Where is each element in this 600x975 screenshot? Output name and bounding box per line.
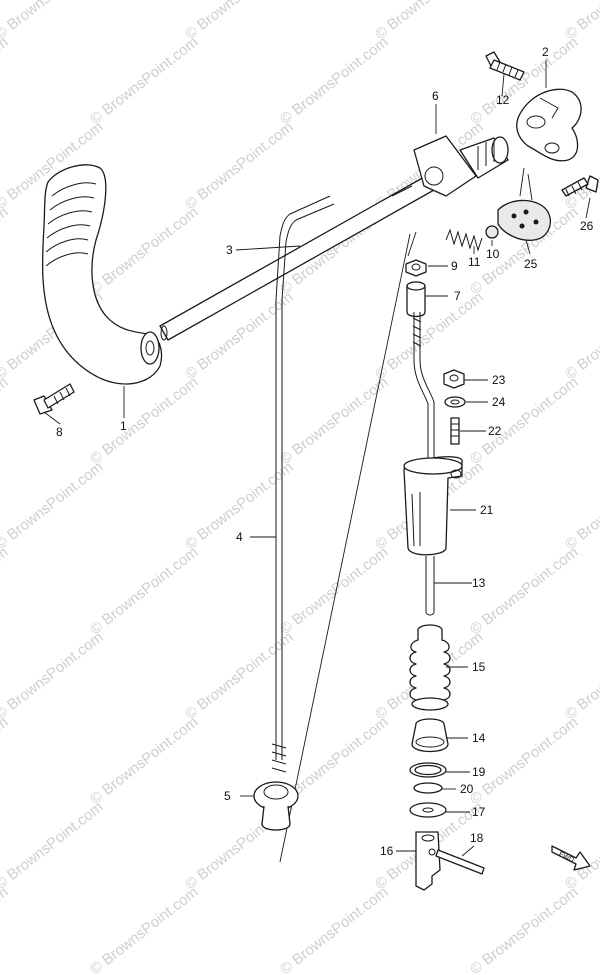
watermark-text: © BrownsPoint.com: [0, 204, 11, 299]
callout-26: 26: [580, 219, 594, 233]
part-25-detent-plate: [497, 199, 551, 241]
watermark-text: © BrownsPoint.com: [277, 884, 391, 975]
callout-2: 2: [542, 45, 549, 59]
part-6-shaft-joint: [413, 135, 509, 197]
watermark-text: © BrownsPoint.com: [277, 544, 391, 639]
callout-13: 13: [472, 576, 486, 590]
callout-leaders: [43, 60, 591, 857]
watermark-text: © BrownsPoint.com: [0, 884, 11, 975]
watermark-text: © BrownsPoint.com: [0, 0, 106, 43]
part-26-bolt: [561, 175, 599, 197]
callout-19: 19: [472, 765, 486, 779]
watermark-text: © BrownsPoint.com: [562, 629, 600, 724]
watermark-text: © BrownsPoint.com: [87, 714, 201, 809]
part-20-washer: [413, 782, 443, 794]
watermark-text: © BrownsPoint.com: [562, 459, 600, 554]
watermark-text: © BrownsPoint.com: [0, 459, 106, 554]
part-18-pin: [435, 849, 485, 875]
callout-labels: 1 2 3 4 5 6 7 8 9 10 11 12 13 14 15 16 1…: [56, 45, 594, 858]
part-11-spring: [445, 228, 483, 252]
part-24-washer: [444, 396, 466, 408]
watermark-text: © BrownsPoint.com: [277, 374, 391, 469]
part-17-washer: [409, 802, 447, 818]
callout-5: 5: [224, 789, 231, 803]
callout-12: 12: [496, 93, 510, 107]
callout-17: 17: [472, 805, 486, 819]
part-7-collar: [406, 281, 426, 318]
part-10-ball: [485, 225, 499, 239]
watermark-text: © BrownsPoint.com: [87, 34, 201, 129]
callout-24: 24: [492, 395, 506, 409]
callout-15: 15: [472, 660, 486, 674]
callout-3: 3: [226, 243, 233, 257]
callout-22: 22: [488, 424, 502, 438]
callout-6: 6: [432, 89, 439, 103]
part-5-grommet: [253, 781, 299, 831]
watermark-text: © BrownsPoint.com: [467, 714, 581, 809]
part-2-clutch-cam: [516, 88, 582, 162]
part-13-shift-rod: [412, 312, 435, 616]
callout-1: 1: [120, 419, 127, 433]
watermark-text: © BrownsPoint.com: [182, 289, 296, 384]
watermark-text: © BrownsPoint.com: [0, 374, 11, 469]
part-21-shift-arm: [403, 456, 463, 556]
callout-4: 4: [236, 530, 243, 544]
watermark-text: © BrownsPoint.com: [467, 544, 581, 639]
callout-23: 23: [492, 373, 506, 387]
part-14-guide: [411, 718, 449, 753]
part-9-nut: [405, 259, 427, 277]
watermark-text: © BrownsPoint.com: [0, 629, 106, 724]
part-1-clutch-lever: [41, 164, 163, 385]
callout-21: 21: [480, 503, 494, 517]
callout-18: 18: [470, 831, 484, 845]
callout-8: 8: [56, 425, 63, 439]
part-15-rubber-boot: [409, 624, 451, 711]
watermark-text: © BrownsPoint.com: [562, 799, 600, 894]
callout-20: 20: [460, 782, 474, 796]
watermark-text: © BrownsPoint.com: [467, 884, 581, 975]
watermark-text: © BrownsPoint.com: [0, 799, 106, 894]
part-4-clutch-rod: [271, 195, 335, 773]
part-16-lever: [415, 831, 441, 891]
part-19-o-ring: [409, 762, 447, 778]
callout-11: 11: [468, 255, 481, 269]
watermark-text: © BrownsPoint.com: [467, 374, 581, 469]
watermark-text: © BrownsPoint.com: [87, 374, 201, 469]
watermark-text: © BrownsPoint.com: [182, 629, 296, 724]
callout-14: 14: [472, 731, 486, 745]
watermark-text: © BrownsPoint.com: [277, 34, 391, 129]
callout-9: 9: [451, 259, 458, 273]
callout-25: 25: [524, 257, 538, 271]
fwd-arrow-icon: FWD: [551, 845, 591, 871]
watermark-text: © BrownsPoint.com: [182, 119, 296, 214]
watermark-text: © BrownsPoint.com: [87, 544, 201, 639]
part-23-nut: [443, 369, 465, 389]
part-12-bolt: [485, 51, 525, 81]
watermark-text: © BrownsPoint.com: [0, 34, 11, 129]
callout-10: 10: [486, 247, 500, 261]
callout-7: 7: [454, 289, 461, 303]
part-22-set-screw: [450, 417, 460, 445]
watermark-text: © BrownsPoint.com: [87, 204, 201, 299]
watermark-text: © BrownsPoint.com: [372, 0, 486, 43]
assembly-guide-lines: [279, 167, 533, 863]
watermark-text: © BrownsPoint.com: [87, 884, 201, 975]
fwd-label: FWD: [557, 851, 574, 864]
part-8-bolt: [33, 383, 75, 415]
watermark-text: © BrownsPoint.com: [0, 714, 11, 809]
watermark-text: © BrownsPoint.com: [182, 0, 296, 43]
callout-16: 16: [380, 844, 394, 858]
watermark-text: © BrownsPoint.com: [0, 544, 11, 639]
watermark-text: © BrownsPoint.com: [562, 289, 600, 384]
